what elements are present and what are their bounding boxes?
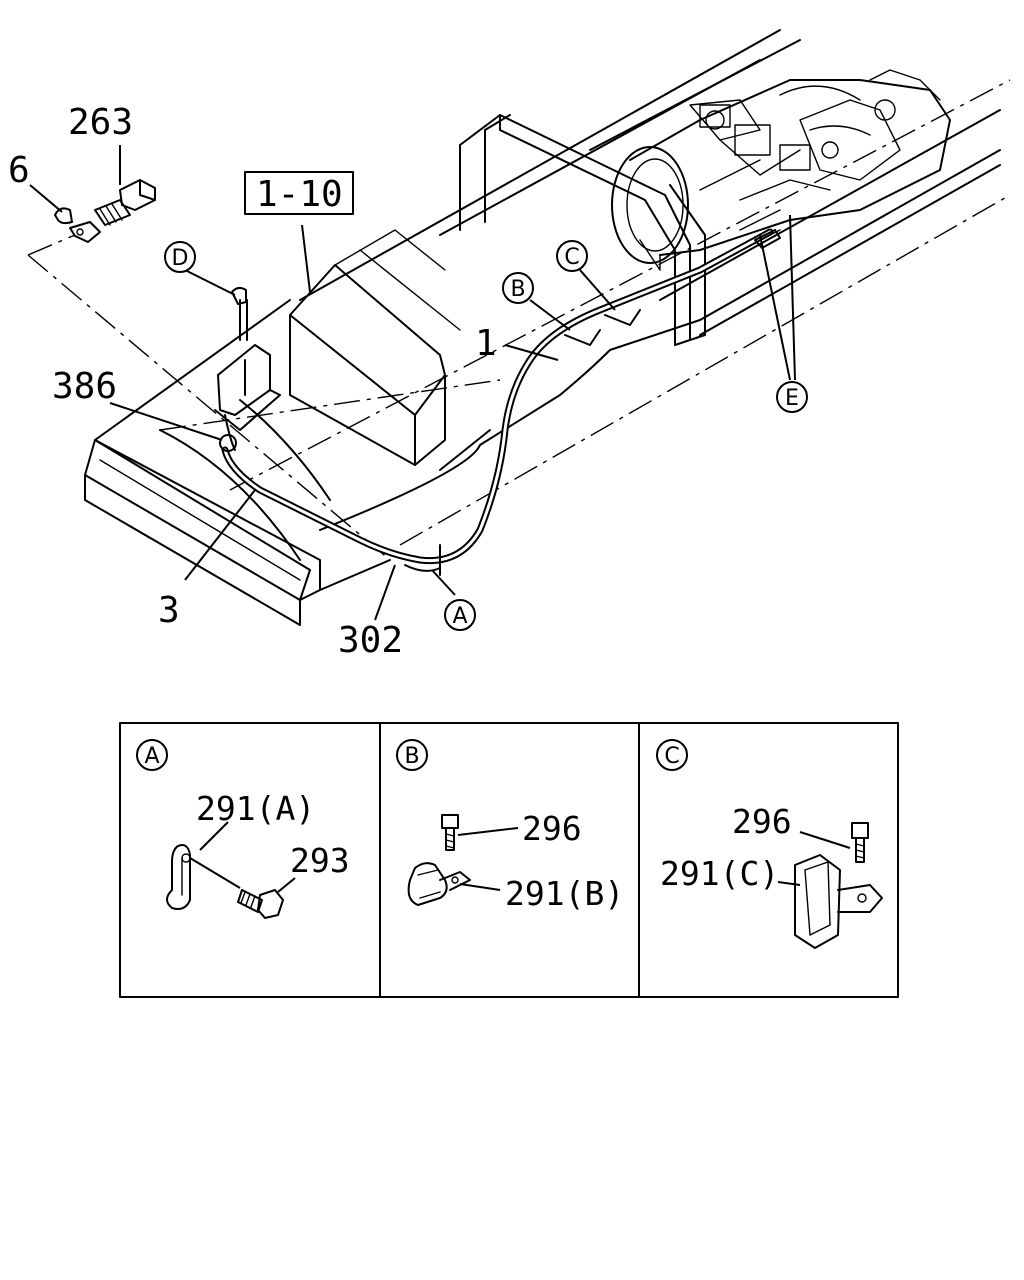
callout-293: 293 <box>290 841 350 880</box>
circle-ref-C: C <box>556 240 588 272</box>
cable-assembly <box>221 228 781 576</box>
detail-panel-c-ref: C <box>664 744 679 769</box>
bracket-291a <box>166 844 191 910</box>
circle-ref-B: B <box>502 272 534 304</box>
detail-panel-a: A 291(A) 293 <box>136 739 350 919</box>
engine-block <box>289 229 461 466</box>
circle-ref-D: D <box>164 241 196 273</box>
reference-box-label: 1-10 <box>256 174 343 215</box>
bracket-291c <box>794 854 841 949</box>
callout-291c: 291(C) <box>660 854 779 893</box>
circle-ref-D-label: D <box>172 246 189 271</box>
circle-ref-B-label: B <box>510 277 525 302</box>
clamp-291b <box>407 862 448 906</box>
reference-box: 1-10 <box>244 171 354 215</box>
callout-296b: 296 <box>522 809 582 848</box>
circle-ref-E: E <box>776 381 808 413</box>
leader-lines <box>29 145 796 621</box>
callout-6: 6 <box>8 150 30 191</box>
callout-302: 302 <box>338 620 403 661</box>
detail-panels <box>119 722 899 998</box>
transmission-assembly <box>611 69 951 271</box>
callout-291a: 291(A) <box>196 789 315 828</box>
bolt-296c <box>851 822 869 839</box>
bolt-296b <box>441 814 459 829</box>
detail-panel-c: C 296 291(C) <box>656 739 883 949</box>
circle-ref-A: A <box>444 599 476 631</box>
chassis-frame <box>27 29 1011 626</box>
clip-6 <box>54 207 101 243</box>
detail-panel-a-ref: A <box>144 744 159 769</box>
circle-ref-E-label: E <box>785 386 799 411</box>
callout-386: 386 <box>52 366 117 407</box>
lever-bracket <box>214 286 281 452</box>
detail-panel-b-ref: B <box>404 744 419 769</box>
main-callouts: 263 6 386 1 3 302 <box>8 102 497 661</box>
callout-296c: 296 <box>732 802 792 841</box>
callout-1: 1 <box>475 323 497 364</box>
circle-ref-C-label: C <box>564 245 579 270</box>
circle-ref-A-label: A <box>452 604 467 629</box>
callout-263: 263 <box>68 102 133 143</box>
callout-291b: 291(B) <box>505 874 624 913</box>
detail-panel-b: B 296 291(B) <box>396 739 624 913</box>
callout-3: 3 <box>158 590 180 631</box>
fitting-263 <box>94 179 156 226</box>
